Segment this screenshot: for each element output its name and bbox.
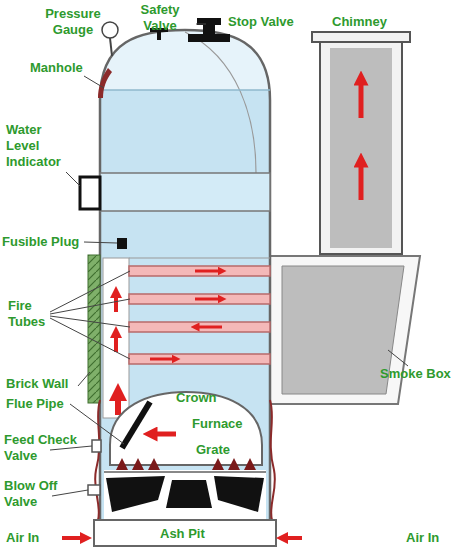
flow-arrow [62, 536, 86, 540]
flue-pipe [122, 402, 150, 448]
part-label: Feed Check Valve [4, 432, 86, 464]
grate-bar [104, 471, 266, 473]
leader-lines [50, 24, 408, 496]
part-label: Grate [196, 442, 256, 458]
fire-tube [129, 266, 270, 276]
flow-arrow [150, 432, 176, 437]
fusible-plug [117, 238, 127, 249]
water-space [95, 90, 275, 520]
part-label: Chimney [332, 14, 412, 30]
blow-off-valve [88, 485, 100, 495]
flow-arrow [195, 326, 222, 329]
manhole [98, 68, 112, 98]
water-line [100, 89, 270, 91]
gauge-pipe [110, 38, 112, 56]
part-label: Fusible Plug [2, 234, 92, 250]
flow-arrow [359, 160, 364, 200]
part-label: Air In [406, 530, 462, 546]
part-label: Ash Pit [160, 526, 230, 542]
ash-heap [166, 480, 212, 508]
part-label: Smoke Box [380, 366, 462, 382]
flow-arrow [150, 358, 176, 361]
chimney [320, 42, 402, 254]
part-label: Blow Off Valve [4, 478, 70, 510]
ash-heap [106, 476, 165, 512]
stop-valve [197, 18, 221, 25]
part-label: Water Level Indicator [6, 122, 72, 170]
fire-tube [129, 322, 270, 332]
casing-edge [270, 400, 275, 520]
fire-tube [129, 294, 270, 304]
ash-heap [214, 476, 264, 512]
brick-wall [88, 255, 100, 403]
chimney-flue [330, 48, 392, 248]
part-label: Safety Valve [136, 2, 184, 34]
part-label: Manhole [30, 60, 100, 76]
part-label: Furnace [192, 416, 262, 432]
casing-edge [95, 400, 100, 520]
smoke-box [270, 256, 420, 404]
part-label: Flue Pipe [6, 396, 86, 412]
part-label: Stop Valve [228, 14, 318, 30]
part-label: Pressure Gauge [40, 6, 106, 38]
flow-arrow [114, 332, 118, 352]
part-label: Air In [6, 530, 66, 546]
tube-plate [129, 258, 270, 259]
part-label: Brick Wall [6, 376, 86, 392]
ash-pit [94, 520, 276, 546]
combustion-chamber [103, 258, 129, 418]
flow-arrow [115, 392, 121, 415]
flow-arrow [359, 78, 364, 118]
stop-valve [203, 24, 215, 34]
pressure-gauge [102, 22, 118, 38]
flow-arrow [195, 298, 222, 301]
stop-valve [188, 34, 230, 42]
grate [116, 458, 256, 470]
chimney-cap [312, 32, 410, 42]
feed-check-valve [92, 440, 101, 452]
part-label: Crown [176, 390, 236, 406]
dome-line [185, 32, 256, 173]
part-label: Fire Tubes [8, 298, 52, 330]
boiler-shell [100, 30, 270, 520]
water-gauge-glass [80, 177, 100, 209]
fire-tube [129, 354, 270, 364]
flow-arrow [195, 270, 222, 273]
indicator-band [100, 173, 270, 211]
ash-chamber [104, 470, 266, 520]
flow-arrow [282, 536, 302, 540]
